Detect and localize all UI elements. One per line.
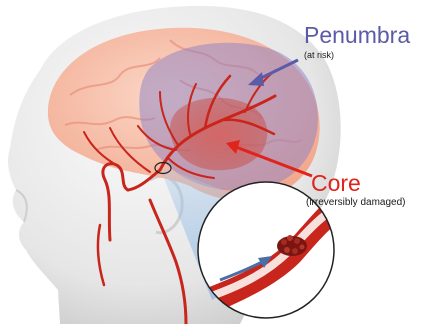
core-sublabel: (irreversibly damaged) <box>306 198 405 208</box>
core-label: Core <box>311 172 361 195</box>
penumbra-sublabel: (at risk) <box>304 51 334 60</box>
penumbra-label: Penumbra <box>304 24 410 47</box>
